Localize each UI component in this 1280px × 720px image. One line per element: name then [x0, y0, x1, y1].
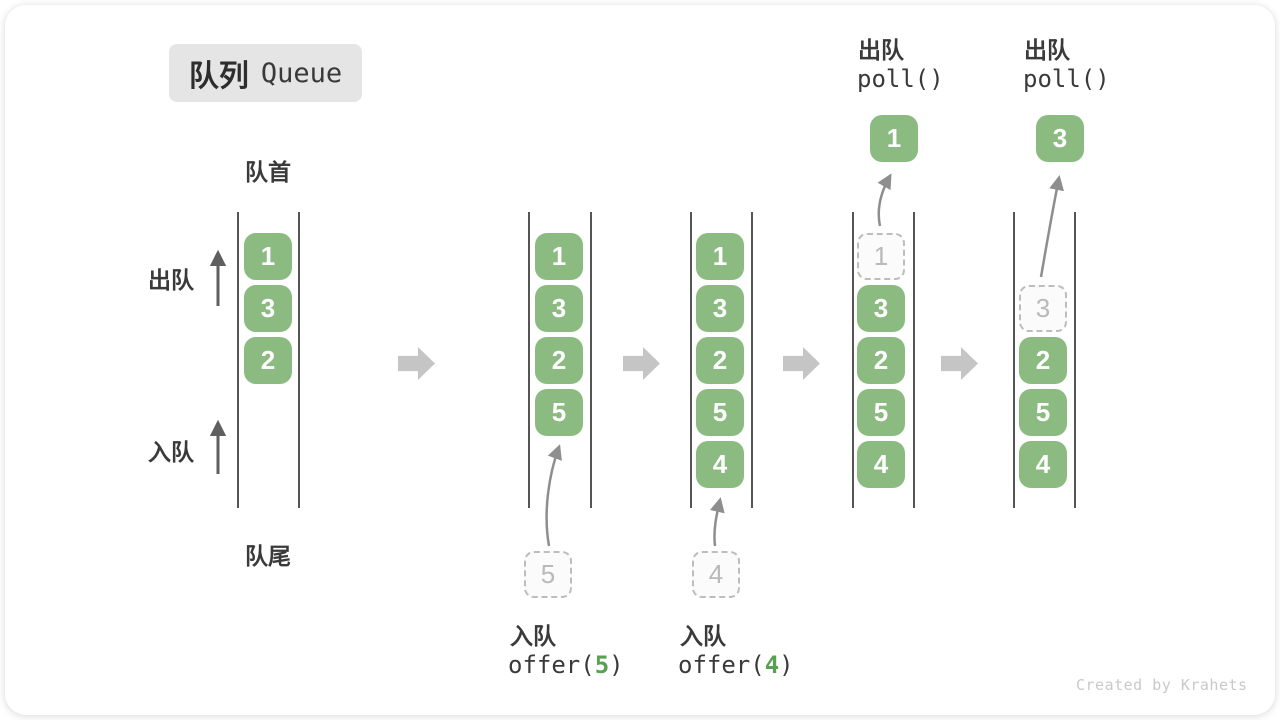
queue1-cell: 2 — [244, 337, 292, 384]
enqueue-op-label: 入队 — [510, 623, 556, 649]
enqueue-op-label: 入队 — [680, 623, 726, 649]
queue4-cell: 2 — [857, 337, 905, 384]
front-label: 队首 — [245, 159, 291, 185]
queue4-wall-right — [913, 212, 915, 508]
title-zh: 队列 — [188, 60, 249, 93]
code-arg: 4 — [764, 651, 780, 679]
queue4-removed-ghost: 1 — [857, 233, 905, 280]
code-text: ) — [609, 651, 624, 679]
queue2-cell: 3 — [535, 285, 583, 332]
code-text: offer( — [678, 651, 765, 679]
poll-code: poll() — [857, 65, 944, 93]
queue4-wall-left — [852, 212, 854, 508]
queue3-cell: 2 — [696, 337, 744, 384]
enqueue-label: 入队 — [148, 439, 194, 465]
code-text: offer( — [508, 651, 595, 679]
queue5-cell: 2 — [1019, 337, 1067, 384]
queue3-cell: 5 — [696, 389, 744, 436]
code-text: ) — [779, 651, 794, 679]
code-arg: 5 — [594, 651, 610, 679]
offer-code: offer(4) — [678, 651, 794, 679]
poll-code: poll() — [1023, 65, 1110, 93]
queue2-wall-left — [528, 212, 530, 508]
queue2-cell: 2 — [535, 337, 583, 384]
queue5-cell: 4 — [1019, 441, 1067, 488]
dequeue-label: 出队 — [148, 267, 194, 293]
queue5-polled-cell: 3 — [1036, 115, 1084, 162]
queue3-cell: 1 — [696, 233, 744, 280]
queue1-cell: 3 — [244, 285, 292, 332]
queue1-wall-left — [237, 212, 239, 508]
queue5-removed-ghost: 3 — [1019, 285, 1067, 332]
offer-code: offer(5) — [508, 651, 624, 679]
queue4-cell: 3 — [857, 285, 905, 332]
queue4-polled-cell: 1 — [870, 115, 918, 162]
queue5-wall-left — [1013, 212, 1015, 508]
queue4-cell: 5 — [857, 389, 905, 436]
queue3-wall-right — [751, 212, 753, 508]
queue2-wall-right — [590, 212, 592, 508]
queue3-wall-left — [690, 212, 692, 508]
title-en: Queue — [260, 57, 343, 89]
queue4-cell: 4 — [857, 441, 905, 488]
title-badge: 队列 Queue — [169, 44, 362, 102]
queue2-cell: 5 — [535, 389, 583, 436]
queue2-cell: 1 — [535, 233, 583, 280]
queue5-wall-right — [1074, 212, 1076, 508]
queue5-cell: 5 — [1019, 389, 1067, 436]
dequeue-op-label: 出队 — [858, 37, 904, 63]
queue3-cell: 4 — [696, 441, 744, 488]
queue3-incoming-ghost: 4 — [692, 551, 740, 598]
queue1-wall-right — [298, 212, 300, 508]
rear-label: 队尾 — [245, 543, 291, 569]
watermark: Created by Krahets — [1076, 676, 1248, 694]
dequeue-op-label: 出队 — [1024, 37, 1070, 63]
queue2-incoming-ghost: 5 — [524, 551, 572, 598]
queue1-cell: 1 — [244, 233, 292, 280]
queue3-cell: 3 — [696, 285, 744, 332]
